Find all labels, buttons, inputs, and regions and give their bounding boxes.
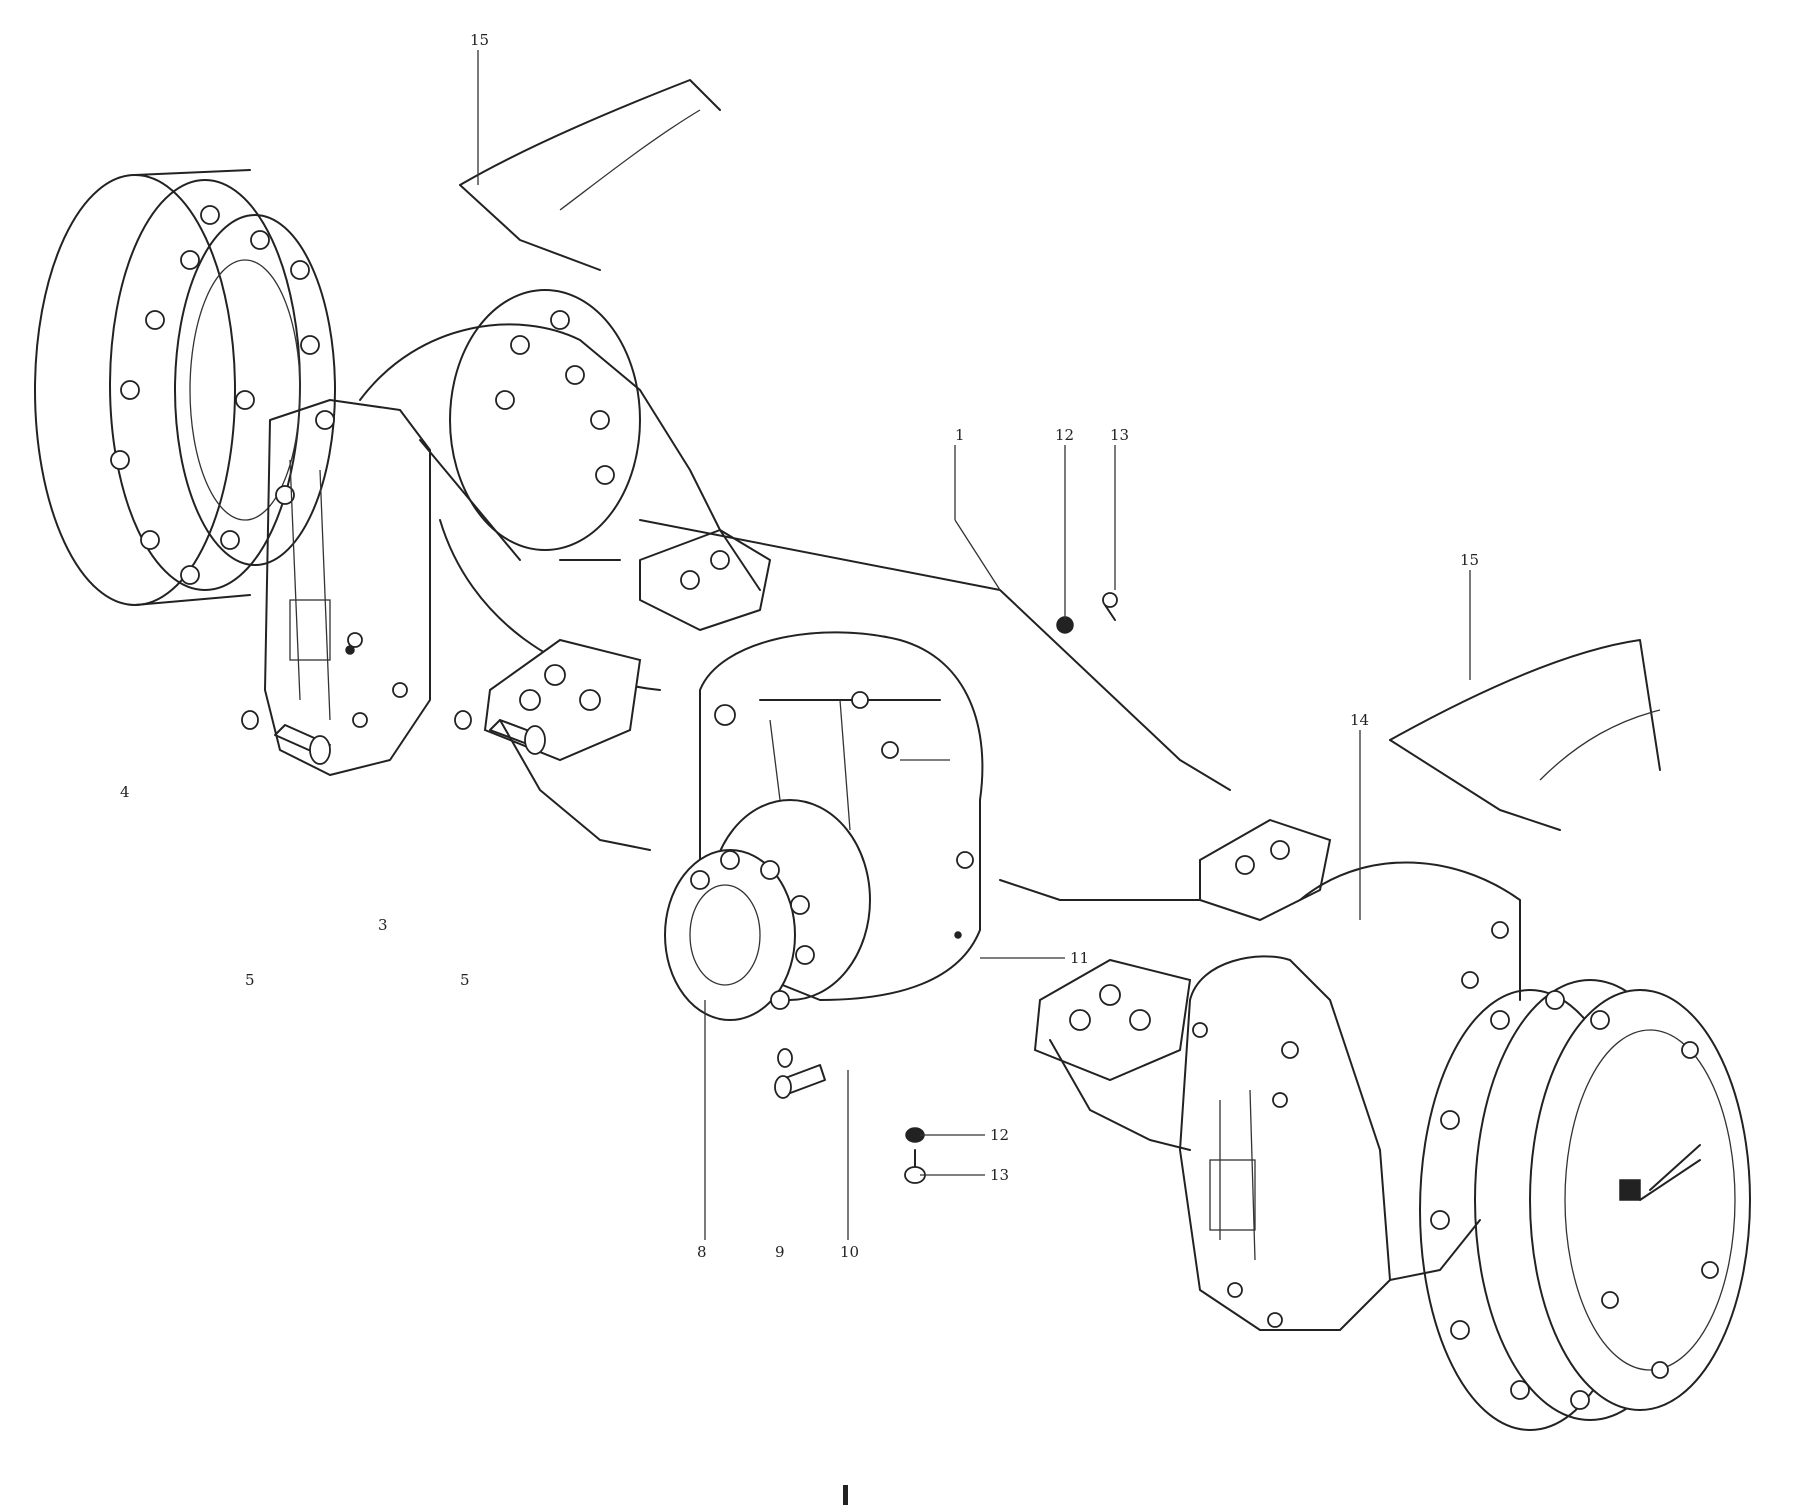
leader-lines [477,50,1471,1240]
right-wheel-hub [1419,979,1751,1431]
housing-flange-bolts [495,310,615,485]
right-axle-housing [1179,861,1521,1331]
fastener-bolt-9 [774,1048,826,1099]
fastener-bolt-4 [241,710,331,765]
callout-14: 14 [1350,711,1369,729]
callout-8: 8 [697,1243,707,1261]
breather-13 [1056,592,1118,634]
callout-4: 4 [120,783,130,801]
callout-3: 3 [378,916,388,934]
right-fender [1389,639,1661,831]
callout-13b: 13 [990,1166,1009,1184]
callout-10: 10 [840,1243,859,1261]
left-fender [459,79,721,271]
input-flange [664,799,871,1021]
left-brake-assembly [264,399,431,776]
callout-5a: 5 [245,971,255,989]
page-mark [843,1485,848,1505]
left-spring-seat [483,529,771,851]
wheel-stud-bolts [1430,990,1719,1410]
callout-13a: 13 [1110,426,1129,444]
callout-1: 1 [955,426,965,444]
right-spring-seat [1033,818,1332,1151]
callout-15b: 15 [1460,551,1479,569]
callout-15a: 15 [470,31,489,49]
fastener-bolt-3 [454,710,546,755]
drain-plug-12 [904,1127,926,1184]
callout-12a: 12 [1055,426,1074,444]
callout-12b: 12 [990,1126,1009,1144]
left-wheel-hub [34,169,336,606]
hub-stud-bolts [110,205,335,585]
callout-11: 11 [1070,949,1089,967]
callout-5b: 5 [460,971,470,989]
differential-housing [699,631,984,1001]
axle-beam [559,519,1231,901]
callout-labels: 15 4 5 3 5 1 12 13 15 14 11 12 13 8 9 10 [120,31,1479,1261]
callout-9: 9 [775,1243,785,1261]
